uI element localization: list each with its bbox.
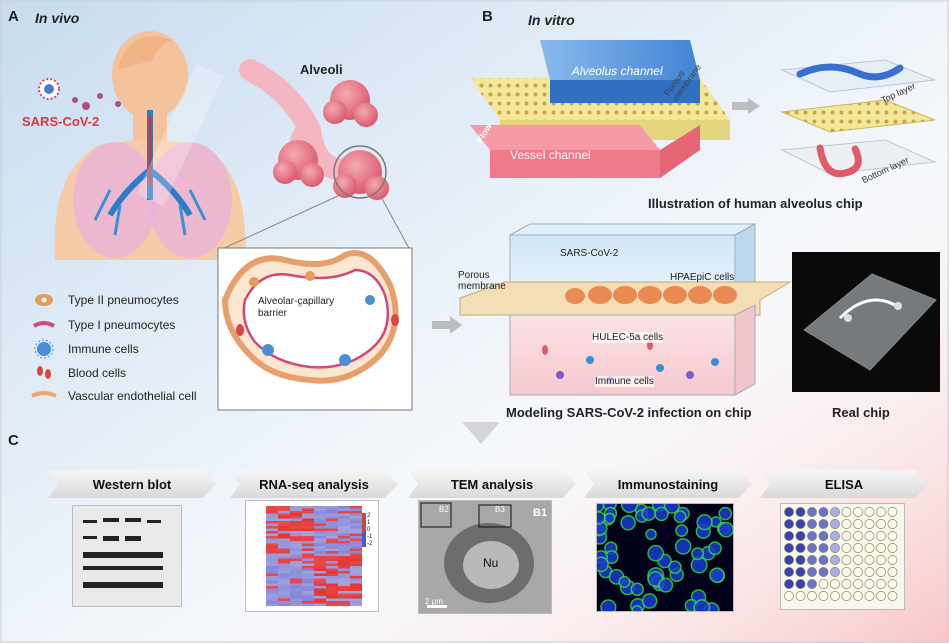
vessel-channel-label: Vessel channel <box>510 148 591 162</box>
tem-nucleus-label: Nu <box>483 556 499 570</box>
immune-cell-icon <box>34 339 54 359</box>
alveoli-label: Alveoli <box>300 62 343 77</box>
panel-a-letter: A <box>8 8 19 25</box>
assay-label-immuno: Immunostaining <box>617 476 719 492</box>
assay-tab-tem: TEM analysis <box>408 470 576 498</box>
tem-b2-label: B2 <box>439 505 449 514</box>
legend-item-type2: Type II pneumocytes <box>68 293 179 307</box>
assay-label-western: Western blot <box>92 476 172 492</box>
legend-item-blood: Blood cells <box>68 366 127 380</box>
tem-b1-label: B1 <box>533 507 548 519</box>
real-chip-caption: Real chip <box>832 405 890 420</box>
heatmap-scale-labels: 2 1 0 -1 -2 <box>367 513 373 547</box>
panel-c-letter: C <box>8 432 19 449</box>
assay-label-tem: TEM analysis <box>450 476 534 492</box>
assay-tab-rnaseq: RNA-seq analysis <box>230 470 398 498</box>
human-body-illustration <box>54 31 246 260</box>
chip-caption: Illustration of human alveolus chip <box>648 196 863 211</box>
panel-b-title: In vitro <box>528 12 575 28</box>
legend-icons <box>31 294 57 398</box>
type2-pneumocyte-icon <box>35 294 53 306</box>
assay-tab-elisa: ELISA <box>760 470 928 498</box>
immunostaining-image <box>596 503 734 612</box>
model-immune-label: Immune cells <box>595 376 654 387</box>
legend-item-type1: Type I pneumocytes <box>68 318 176 332</box>
hulec-label: HULEC-5a cells <box>592 332 664 343</box>
real-chip-photo <box>792 252 940 392</box>
assay-tab-western: Western blot <box>48 470 216 498</box>
assay-label-rnaseq: RNA-seq analysis <box>259 476 369 492</box>
chip-3d-illustration <box>470 40 730 178</box>
endothelial-cell-icon <box>31 391 57 398</box>
hpaepic-label: HPAEpiC cells <box>670 272 735 283</box>
tem-b3-label: B3 <box>495 505 505 514</box>
alveolus-channel-label: Alveolus channel <box>570 64 664 78</box>
western-blot-image <box>72 505 182 607</box>
model-virus-label: SARS-CoV-2 <box>560 248 619 259</box>
alveoli-illustration <box>219 59 411 251</box>
blood-cell-icon <box>37 366 51 379</box>
tem-scale-label: 2 μm <box>425 597 443 606</box>
model-porous-membrane-label: Porous membrane <box>458 270 506 292</box>
barrier-label: Alveolar-capillary barrier <box>258 296 335 320</box>
panel-a-title: In vivo <box>35 10 80 26</box>
panel-b-letter: B <box>482 8 493 25</box>
virus-label: SARS-CoV-2 <box>22 114 100 129</box>
model-caption: Modeling SARS-CoV-2 infection on chip <box>506 405 752 420</box>
type1-pneumocyte-icon <box>32 321 56 328</box>
elisa-plate-image <box>780 503 905 610</box>
legend-item-immune: Immune cells <box>68 342 139 356</box>
virus-icon <box>38 78 121 110</box>
infection-model-illustration <box>459 223 792 396</box>
assay-tab-immuno: Immunostaining <box>584 470 752 498</box>
chip-layers-illustration <box>780 59 937 178</box>
tem-image: B2 B3 B1 Nu 2 μm <box>418 500 552 614</box>
alveolar-inset <box>217 247 413 411</box>
legend-item-endothelial: Vascular endothelial cell <box>68 389 197 403</box>
rnaseq-heatmap-image: 2 1 0 -1 -2 <box>245 500 379 612</box>
assay-label-elisa: ELISA <box>824 476 864 492</box>
